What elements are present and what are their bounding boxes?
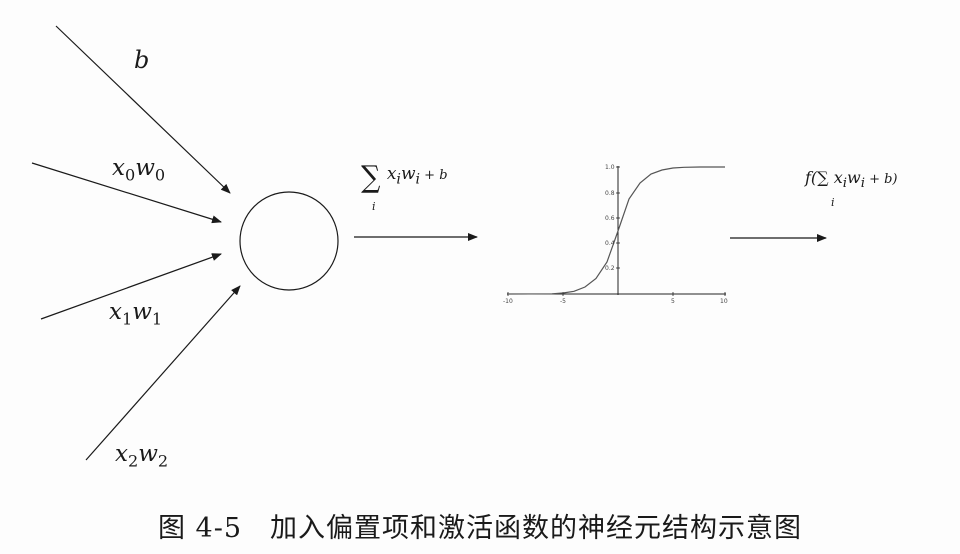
input-1-arrow xyxy=(40,253,222,320)
y-tick-label: 0.8 xyxy=(605,190,615,197)
x-tick-label: 10 xyxy=(720,298,728,305)
input-1-label: x1w1 xyxy=(109,299,163,329)
bias-arrow xyxy=(55,25,231,194)
input-2-label: x2w2 xyxy=(115,441,169,471)
figure-caption: 图 4-5 加入偏置项和激活函数的神经元结构示意图 xyxy=(157,513,803,544)
sigma-symbol: ∑ xyxy=(361,160,381,195)
bias-label: b xyxy=(134,46,150,74)
input-2-arrow xyxy=(85,285,241,461)
weighted-sum-formula: ∑ xiwi + b i xyxy=(361,160,448,213)
neuron-circle xyxy=(239,191,339,291)
sigmoid-curve xyxy=(507,166,725,295)
x-tick-label: -5 xyxy=(560,298,566,305)
x-tick-label: 5 xyxy=(671,298,675,305)
y-tick-label: 0.4 xyxy=(605,240,615,247)
y-tick-label: 0.6 xyxy=(605,215,615,222)
sigmoid-plot xyxy=(507,166,726,296)
input-0-label: x0w0 xyxy=(112,155,166,185)
input-0-arrow xyxy=(31,162,222,224)
y-tick-label: 1.0 xyxy=(605,164,615,171)
y-tick-label: 0.2 xyxy=(605,265,615,272)
x-tick-label: -10 xyxy=(503,298,513,305)
output-formula: f(∑ xiwi + b) i xyxy=(805,168,898,209)
